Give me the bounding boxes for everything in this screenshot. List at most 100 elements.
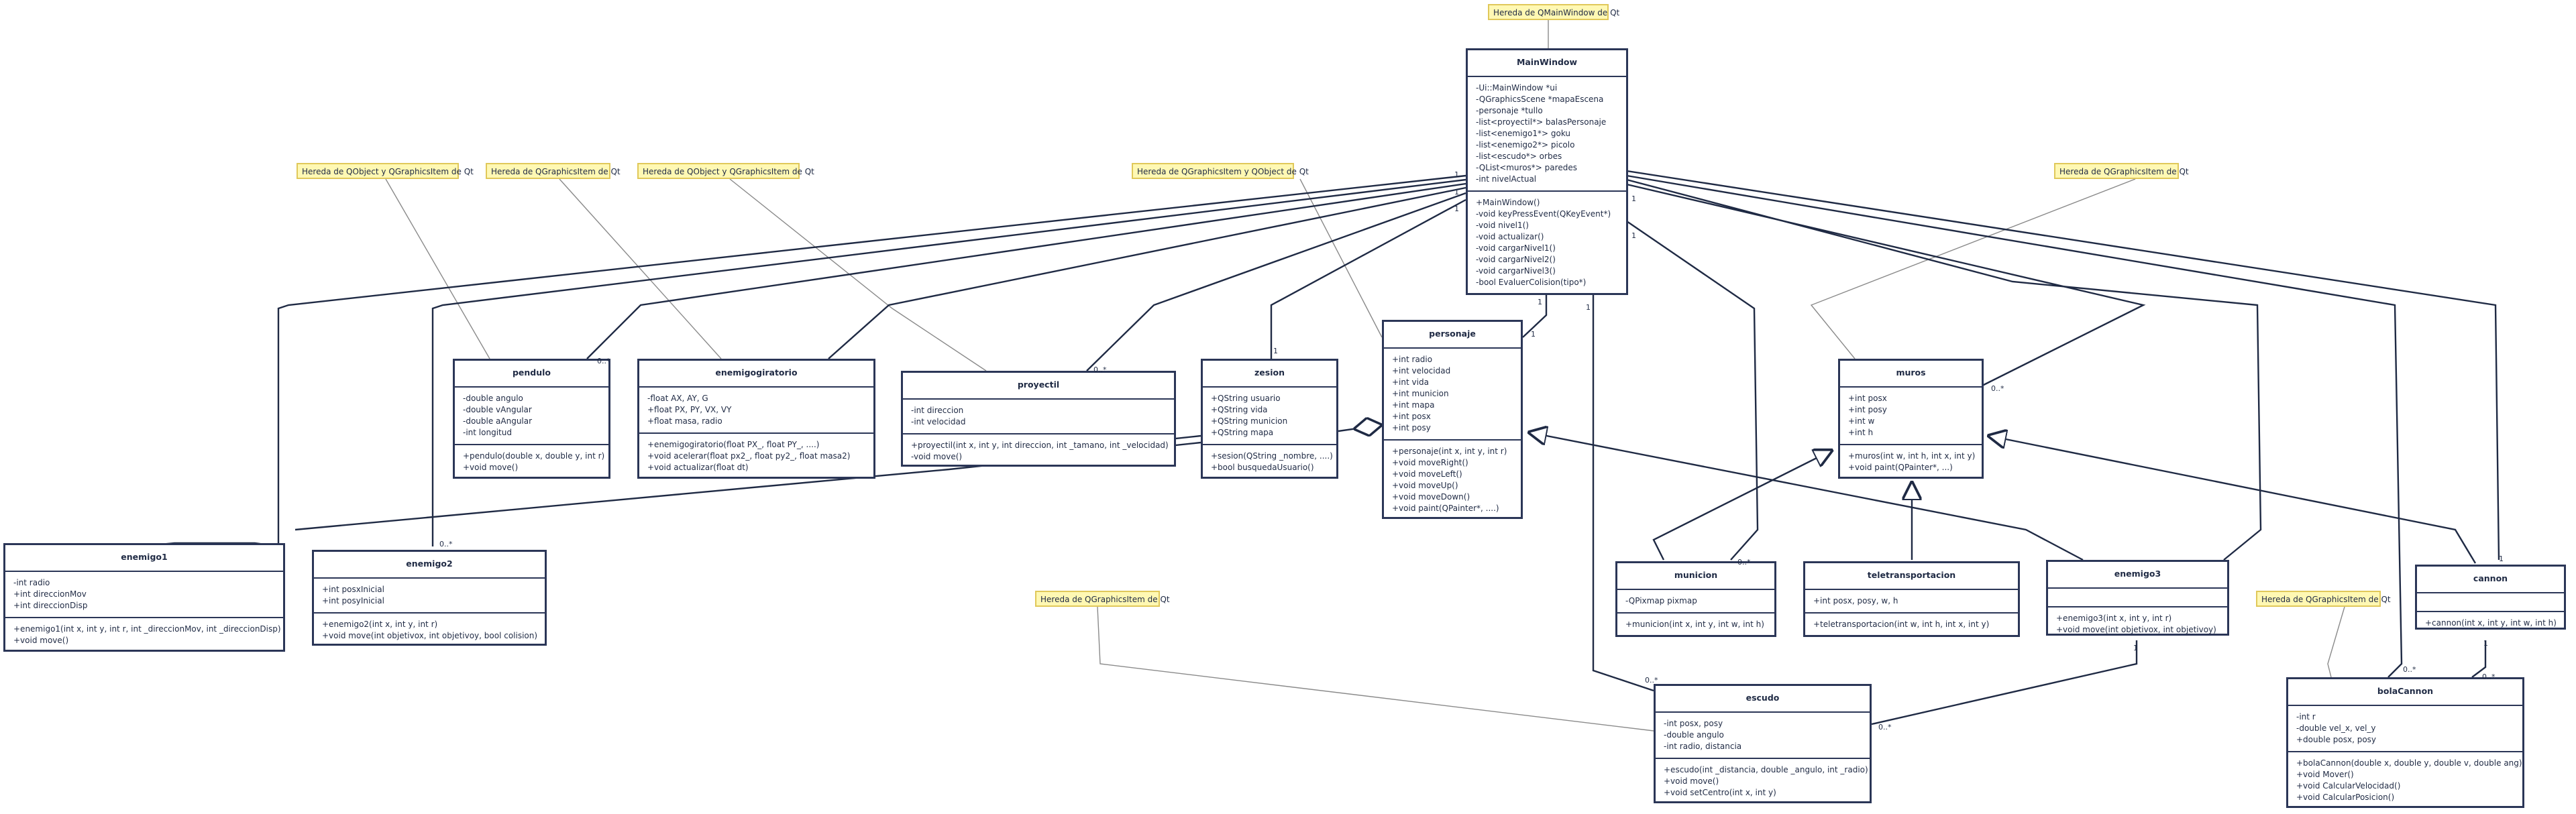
- class-attribute: -list<enemigo2*> picolo: [1476, 140, 1575, 150]
- class-attribute: -int longitud: [463, 428, 512, 437]
- multiplicity-label: 1: [1631, 194, 1636, 203]
- class-attribute: -double vel_x, vel_y: [2296, 723, 2376, 733]
- attributes-section: -double angulo-double vAngular-double aA…: [455, 388, 608, 445]
- methods-section: +muros(int w, int h, int x, int y) +void …: [1840, 445, 1982, 479]
- multiplicity-label: 1: [2483, 639, 2488, 648]
- note-text: Hereda de QGraphicsItem de Qt: [2261, 595, 2391, 604]
- class-attribute: +int velocidad: [1392, 366, 1451, 375]
- class-enemigo3[interactable]: enemigo3+enemigo3(int x, int y, int r)+v…: [2046, 560, 2229, 636]
- class-method: +void paint(QPainter*, ....): [1392, 504, 1499, 513]
- class-name: teletransportacion: [1805, 563, 2018, 590]
- attributes-section: +int posx, posy, w, h: [1805, 590, 2018, 614]
- attributes-section: +QString usuario+QString vida+QString mu…: [1203, 388, 1336, 445]
- aggregation-arrow: [1338, 425, 1381, 431]
- class-teletransportacion[interactable]: teletransportacion +int posx, posy, w, h +…: [1803, 561, 2020, 637]
- attributes-section: [2417, 593, 2564, 612]
- class-name: pendulo: [455, 361, 608, 388]
- methods-section: +bolaCannon(double x, double y, double v…: [2288, 752, 2522, 809]
- class-attribute: -list<enemigo1*> goku: [1476, 129, 1571, 138]
- multiplicity-label: 1: [1454, 170, 1459, 179]
- methods-section: +escudo(int _distancia, double _angulo, …: [1656, 759, 1870, 804]
- class-method: +void paint(QPainter*, ...): [1848, 463, 1953, 472]
- class-name: MainWindow: [1468, 50, 1626, 77]
- class-method: +municion(int x, int y, int w, int h): [1625, 620, 1764, 629]
- class-attribute: +int posy: [1848, 405, 1887, 414]
- methods-section: +MainWindow()-void keyPressEvent(QKeyEve…: [1468, 192, 1626, 294]
- class-method: +void actualizar(float dt): [647, 463, 749, 472]
- class-attribute: -int nivelActual: [1476, 174, 1537, 184]
- note-text: Hereda de QGraphicsItem y QObject de Qt: [1137, 167, 1309, 176]
- methods-section: +enemigo3(int x, int y, int r)+void move…: [2048, 607, 2227, 641]
- multiplicity-label: 0..*: [1645, 676, 1658, 685]
- class-attribute: -int posx, posy: [1664, 719, 1723, 728]
- class-escudo[interactable]: escudo-int posx, posy-double angulo-int …: [1654, 684, 1872, 803]
- class-method: +void moveDown(): [1392, 492, 1470, 502]
- note-connectors: [385, 20, 2345, 732]
- class-attribute: -int r: [2296, 712, 2316, 721]
- class-method: +bolaCannon(double x, double y, double v…: [2296, 758, 2522, 768]
- multiplicity-label: 1: [1586, 303, 1591, 312]
- class-enemigogiratorio[interactable]: enemigogiratorio-float AX, AY, G+float P…: [637, 359, 875, 479]
- class-attribute: +int posx, posy, w, h: [1813, 596, 1898, 605]
- class-name: bolaCannon: [2288, 679, 2522, 706]
- note-mainwindow: Hereda de QMainWindow de Qt: [1488, 4, 1619, 20]
- class-pendulo[interactable]: pendulo-double angulo-double vAngular-do…: [453, 359, 610, 479]
- class-method: -void actualizar(): [1476, 232, 1544, 241]
- class-method: -void move(): [911, 452, 963, 461]
- class-cannon[interactable]: cannon+cannon(int x, int y, int w, int h…: [2415, 565, 2566, 630]
- class-method: +void move(int objetivox, int objetivoy): [2056, 625, 2216, 634]
- note-text: Hereda de QGraphicsItem de Qt: [491, 167, 621, 176]
- class-attribute: +int posx: [1848, 394, 1887, 403]
- methods-section: +enemigo2(int x, int y, int r)+void move…: [314, 614, 545, 647]
- class-method: +enemigogiratorio(float PX_, float PY_, …: [647, 440, 820, 449]
- multiplicity-label: 1: [1538, 298, 1542, 306]
- class-proyectil[interactable]: proyectil-int direccion-int velocidad+pr…: [901, 371, 1176, 467]
- class-method: +pendulo(double x, double y, int r): [463, 451, 605, 461]
- class-attribute: -double angulo: [463, 394, 523, 403]
- methods-section: +teletransportacion(int w, int h, int x,…: [1805, 614, 2018, 636]
- multiplicity-label: 0..*: [439, 540, 453, 548]
- class-attribute: +int posx: [1392, 412, 1431, 421]
- multiplicity-label: 0..*: [597, 357, 610, 365]
- class-enemigo2[interactable]: enemigo2+int posxInicial+int posyInicial…: [312, 550, 547, 646]
- class-mainwindow[interactable]: MainWindow-Ui::MainWindow *ui-QGraphicsS…: [1466, 48, 1628, 295]
- class-method: +void move(): [463, 463, 519, 472]
- class-name: zesion: [1203, 361, 1336, 388]
- class-personaje[interactable]: personaje+int radio+int velocidad+int vi…: [1382, 320, 1523, 519]
- methods-section: +enemigogiratorio(float PX_, float PY_, …: [639, 434, 873, 479]
- class-municion[interactable]: municion-QPixmap pixmap +municion(int x, …: [1615, 561, 1776, 637]
- note-text: Hereda de QMainWindow de Qt: [1493, 8, 1620, 17]
- note-personaje: Hereda de QGraphicsItem y QObject de Qt: [1132, 163, 1309, 179]
- class-name: escudo: [1656, 686, 1870, 713]
- class-enemigo1[interactable]: enemigo1-int radio+int direccionMov+int …: [3, 543, 285, 652]
- note-text: Hereda de QGraphicsItem de Qt: [2059, 167, 2189, 176]
- note-bolacannon: Hereda de QGraphicsItem de Qt: [2256, 591, 2391, 607]
- attributes-section: [2048, 589, 2227, 607]
- class-method: -void nivel1(): [1476, 221, 1529, 230]
- attributes-section: -int posx, posy-double angulo-int radio,…: [1656, 713, 1870, 759]
- class-bolacannon[interactable]: bolaCannon-int r-double vel_x, vel_y+dou…: [2286, 677, 2524, 808]
- class-method: +MainWindow(): [1476, 198, 1540, 207]
- class-method: +muros(int w, int h, int x, int y): [1848, 451, 1976, 461]
- class-attribute: +int posyInicial: [322, 596, 384, 605]
- attributes-section: -QPixmap pixmap: [1617, 590, 1774, 614]
- methods-section: +enemigo1(int x, int y, int r, int _dire…: [5, 618, 283, 652]
- class-muros[interactable]: muros+int posx+int posy+int w+int h+muro…: [1838, 359, 1984, 479]
- class-attribute: +int posy: [1392, 423, 1431, 432]
- note-escudo: Hereda de QGraphicsItem de Qt: [1035, 591, 1170, 607]
- attributes-section: -float AX, AY, G+float PX, PY, VX, VY+fl…: [639, 388, 873, 434]
- attributes-section: -int direccion-int velocidad: [903, 400, 1174, 434]
- note-enemigogiratorio: Hereda de QGraphicsItem de Qt: [486, 163, 621, 179]
- class-attribute: +int direccionMov: [13, 589, 87, 599]
- class-method: +void move(): [1664, 776, 1719, 786]
- inheritance-arrows: [1529, 432, 2477, 564]
- attributes-section: -Ui::MainWindow *ui-QGraphicsScene *mapa…: [1468, 77, 1626, 192]
- class-attribute: +int municion: [1392, 389, 1449, 398]
- class-attribute: +int radio: [1392, 355, 1433, 364]
- class-name: cannon: [2417, 567, 2564, 593]
- class-name: municion: [1617, 563, 1774, 590]
- class-zesion[interactable]: zesion+QString usuario+QString vida+QStr…: [1201, 359, 1338, 479]
- attributes-section: -int r-double vel_x, vel_y+double posx, …: [2288, 706, 2522, 752]
- multiplicity-label: 1: [2133, 644, 2138, 652]
- class-method: -void cargarNivel2(): [1476, 255, 1556, 264]
